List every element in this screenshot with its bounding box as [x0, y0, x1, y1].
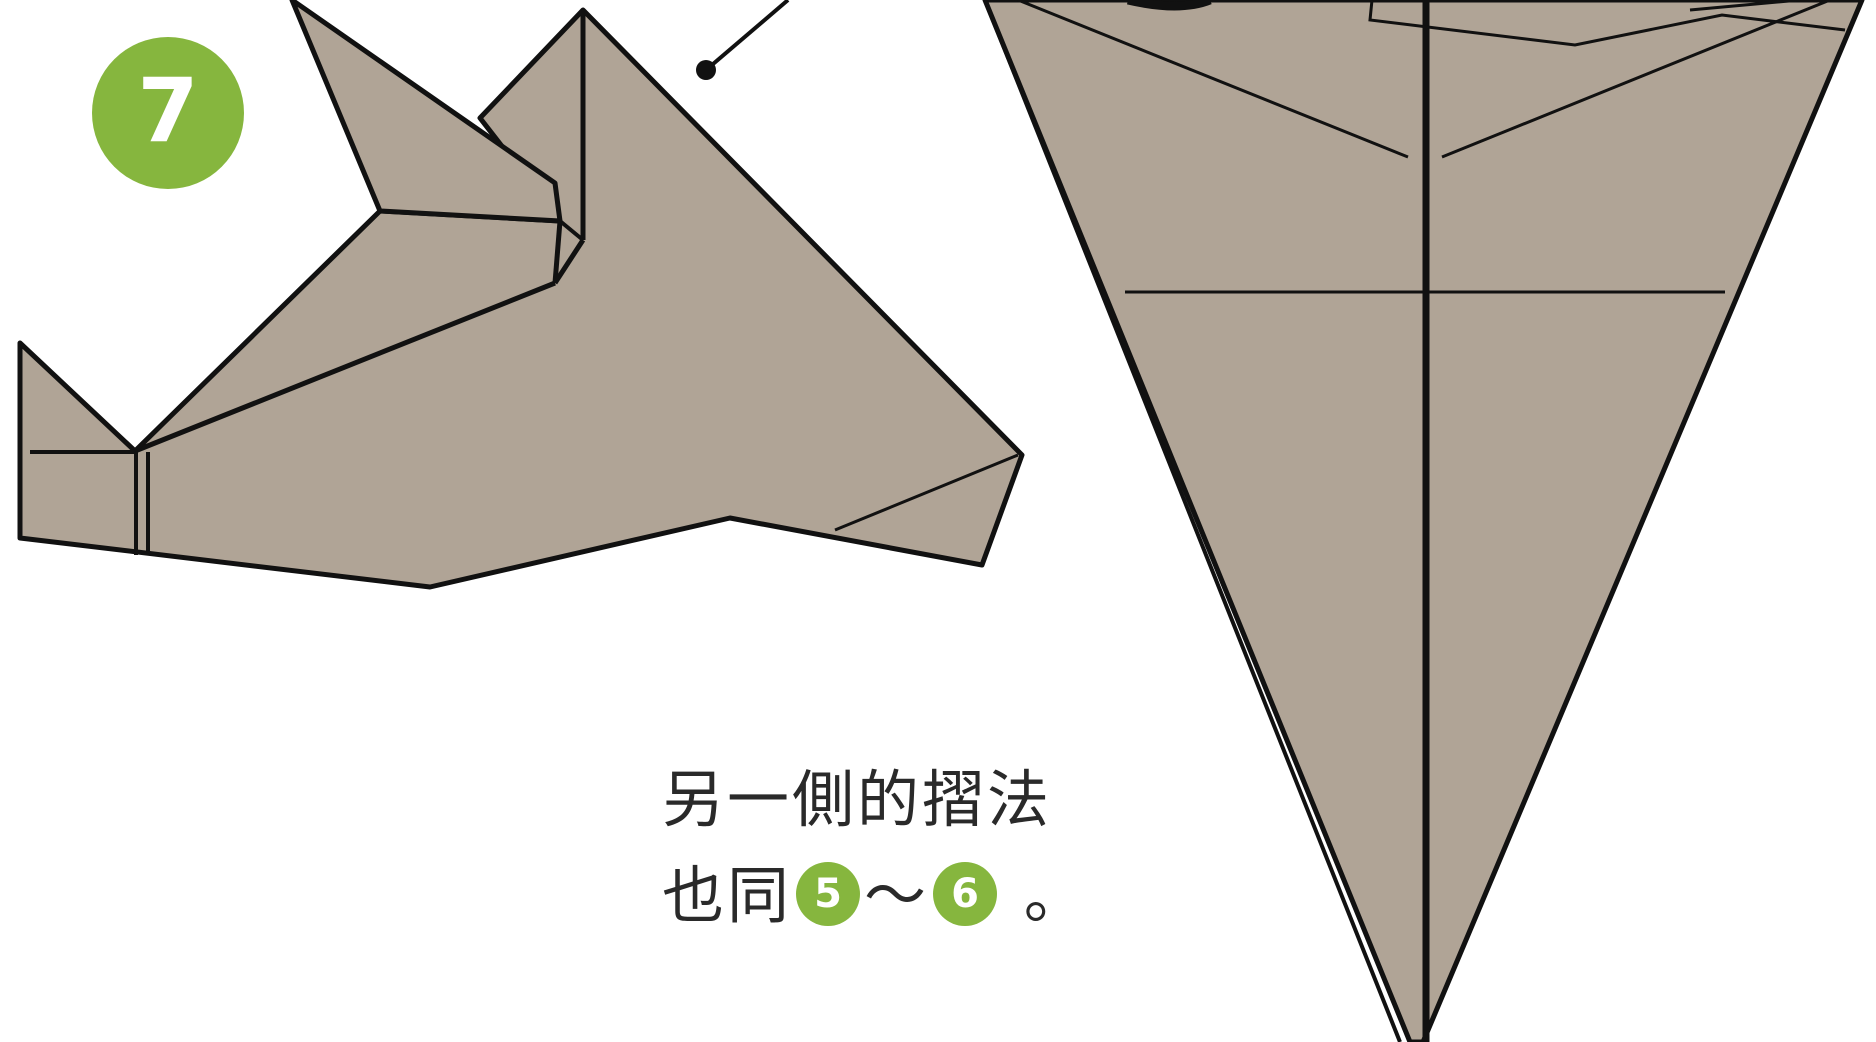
crease-line: [552, 238, 586, 285]
step-ref-badge-start: 5: [796, 861, 861, 926]
pointer-callout: [696, 0, 790, 80]
crease-line: [1368, 0, 1846, 47]
crease-line: [983, 0, 1402, 1042]
instruction-line-1: 另一側的摺法: [662, 763, 1053, 836]
crease-line: [834, 453, 1019, 532]
crease-line: [1126, 0, 1212, 11]
range-separator: ～: [864, 859, 930, 932]
crease-line: [133, 209, 382, 453]
side-view-model: [17, 0, 1025, 590]
instruction-prefix: 也同: [662, 859, 793, 932]
instruction-suffix: 。: [1001, 859, 1089, 932]
crease-line: [558, 219, 585, 242]
front-view-model: [982, 0, 1865, 1042]
crease-line: [1441, 0, 1831, 159]
step-number-badge: 7: [92, 37, 244, 189]
crease-line: [552, 220, 563, 284]
crease-line: [1017, 0, 1409, 159]
step-number: 7: [137, 59, 199, 162]
crease-line: [1068, 209, 1412, 1042]
crease-line: [134, 280, 556, 454]
step-ref-badge-end: 6: [933, 861, 998, 926]
crease-line: [1689, 0, 1801, 12]
